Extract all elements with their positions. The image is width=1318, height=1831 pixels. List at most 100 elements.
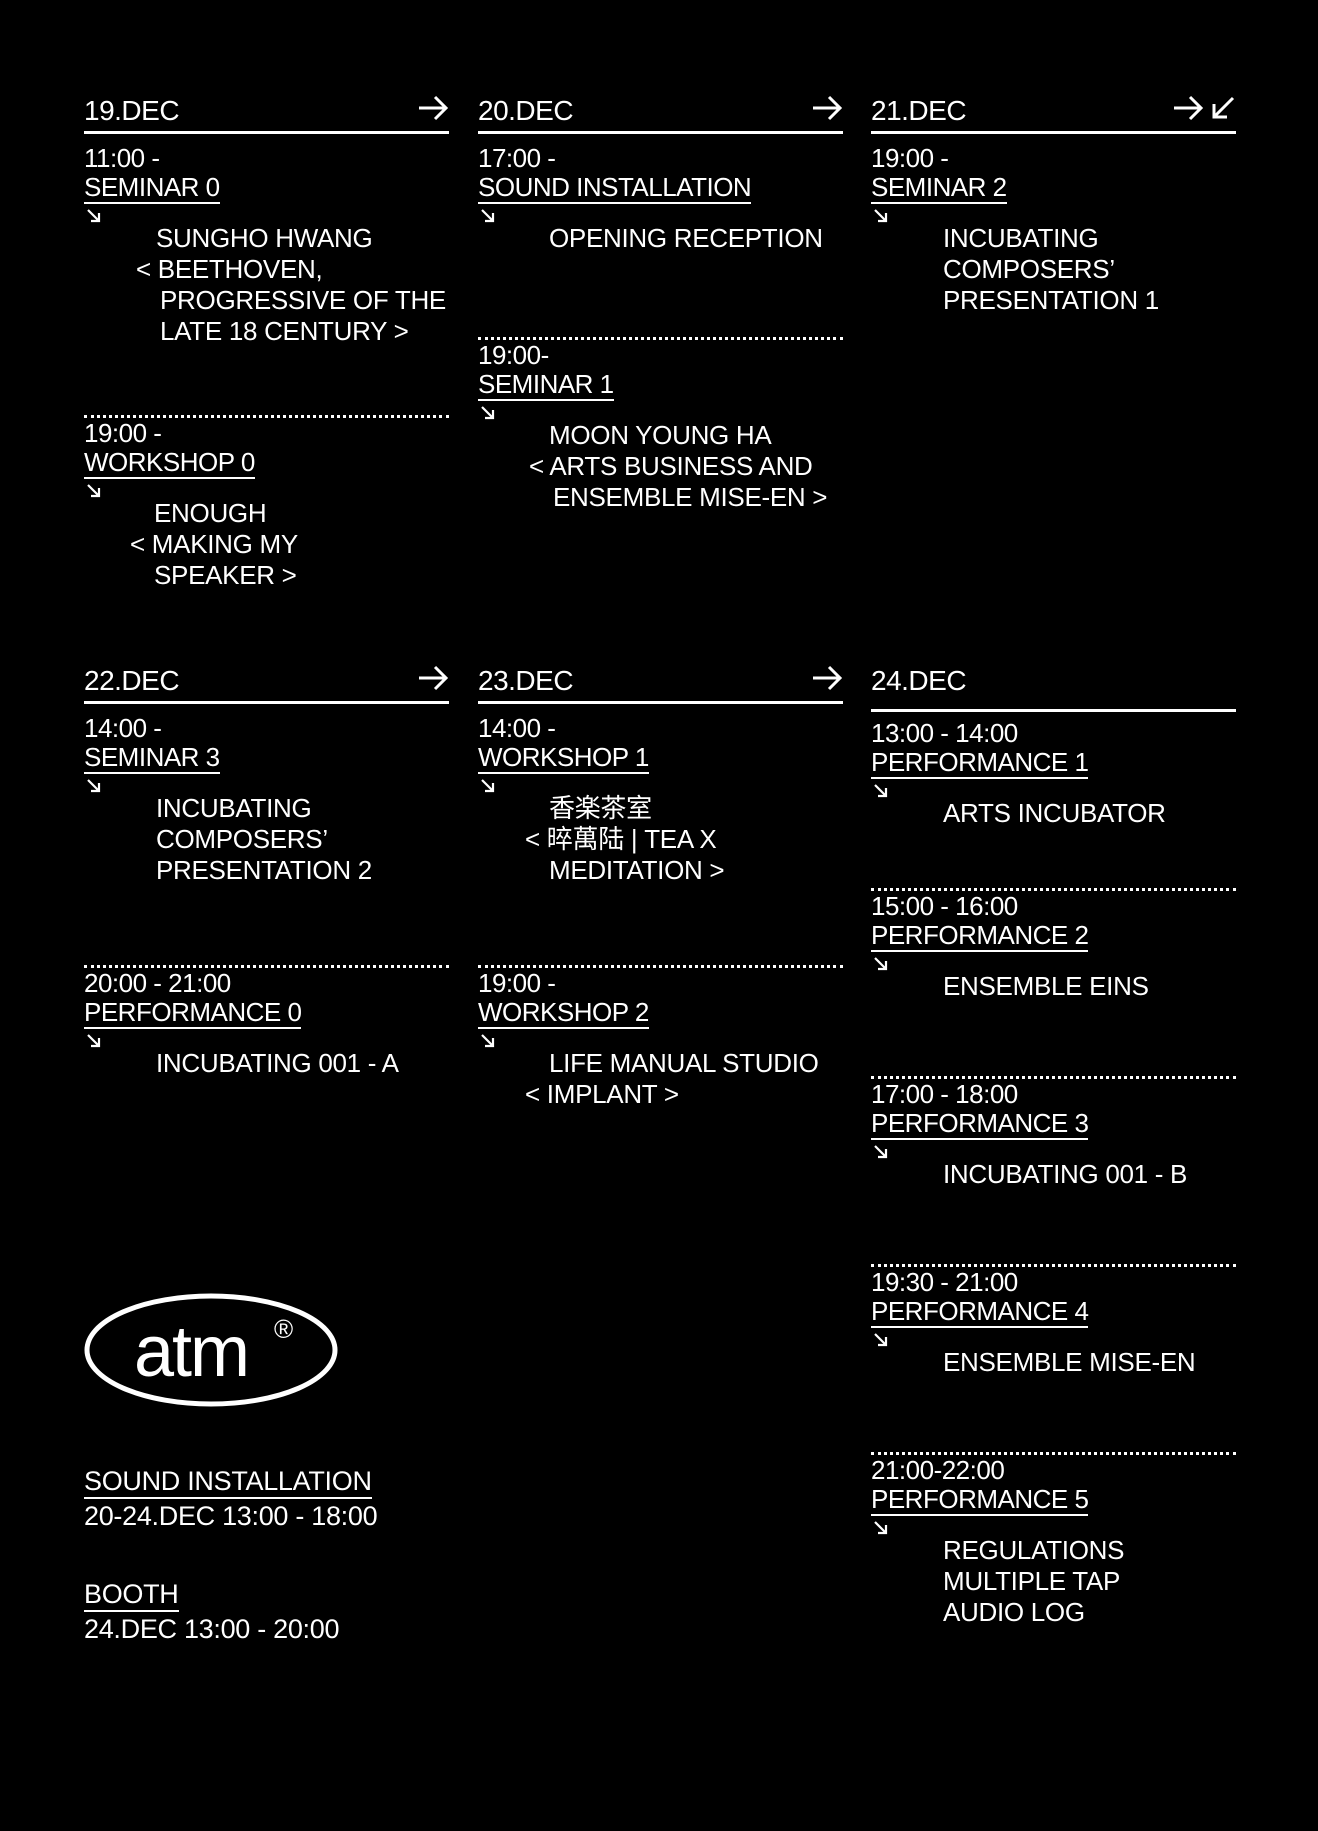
event-time: 17:00 - 18:00: [871, 1079, 1018, 1109]
event-title: PERFORMANCE 1: [871, 747, 1089, 779]
desc-line: LIFE MANUAL STUDIO: [549, 1048, 819, 1078]
info-booth: BOOTH 24.DEC 13:00 - 20:00: [84, 1579, 339, 1646]
desc-line: < ARTS BUSINESS AND: [529, 451, 813, 481]
event-description: LIFE MANUAL STUDIO < IMPLANT >: [525, 1048, 843, 1110]
desc-line: ENSEMBLE MISE-EN: [943, 1347, 1196, 1377]
arrow-down-right-icon: [874, 1521, 888, 1535]
day-21-dec: 21.DEC 19:00 - SEMINAR 2 INCUBATING COMP…: [871, 90, 1236, 316]
event-description: INCUBATING COMPOSERS’ PRESENTATION 1: [943, 223, 1236, 316]
day-label: 22.DEC: [84, 665, 180, 696]
event-description: INCUBATING 001 - A: [156, 1048, 449, 1079]
arrow-down-right-icon: [874, 784, 888, 798]
day-label: 19.DEC: [84, 95, 180, 126]
event-performance-2: 15:00 - 16:00 PERFORMANCE 2 ENSEMBLE EIN…: [871, 888, 1236, 1076]
event-title: WORKSHOP 1: [478, 742, 649, 774]
event-title: PERFORMANCE 2: [871, 920, 1089, 952]
event-title: SEMINAR 1: [478, 369, 614, 401]
event-description: INCUBATING COMPOSERS’ PRESENTATION 2: [156, 793, 449, 886]
event-performance-0: 20:00 - 21:00 PERFORMANCE 0 INCUBATING 0…: [84, 965, 449, 1079]
day-22-dec: 22.DEC 14:00 - SEMINAR 3 INCUBATING COMP…: [84, 660, 449, 1079]
arrow-right-icon: [419, 95, 449, 121]
desc-line: COMPOSERS’: [943, 254, 1115, 284]
event-title: SEMINAR 0: [84, 172, 220, 204]
arrow-down-right-icon: [87, 484, 101, 498]
info-sound-installation: SOUND INSTALLATION 20-24.DEC 13:00 - 18:…: [84, 1466, 378, 1533]
desc-line: COMPOSERS’: [156, 824, 328, 854]
desc-line: INCUBATING: [943, 223, 1099, 253]
event-description: ENOUGH < MAKING MY SPEAKER >: [130, 498, 449, 591]
arrow-right-icon: [419, 665, 449, 691]
event-description: SUNGHO HWANG < BEETHOVEN, PROGRESSIVE OF…: [136, 223, 449, 347]
arrow-down-right-icon: [87, 1034, 101, 1048]
desc-line: MOON YOUNG HA: [549, 420, 772, 450]
event-title: PERFORMANCE 5: [871, 1484, 1089, 1516]
info-title: SOUND INSTALLATION: [84, 1466, 372, 1499]
event-time: 13:00 - 14:00: [871, 718, 1018, 748]
event-description: 香楽茶室 < 晬萬陆 | TEA X MEDITATION >: [525, 793, 843, 886]
event-performance-5: 21:00-22:00 PERFORMANCE 5 REGULATIONS MU…: [871, 1452, 1236, 1628]
day-header: 20.DEC: [478, 90, 843, 134]
arrow-down-right-icon: [87, 779, 101, 793]
registered-mark: ®: [274, 1314, 293, 1344]
event-performance-4: 19:30 - 21:00 PERFORMANCE 4 ENSEMBLE MIS…: [871, 1264, 1236, 1452]
event-sound-installation: 17:00 - SOUND INSTALLATION OPENING RECEP…: [478, 143, 843, 337]
atm-logo: atm ®: [84, 1293, 338, 1407]
event-time: 19:00 -: [871, 143, 949, 173]
event-description: ENSEMBLE MISE-EN: [943, 1347, 1236, 1378]
arrow-down-right-icon: [481, 1034, 495, 1048]
desc-line: < BEETHOVEN,: [136, 254, 323, 284]
event-title: SOUND INSTALLATION: [478, 172, 752, 204]
desc-line: < MAKING MY: [130, 529, 298, 559]
arrow-down-right-icon: [87, 209, 101, 223]
event-seminar-0: 11:00 - SEMINAR 0 SUNGHO HWANG < BEETHOV…: [84, 143, 449, 415]
event-workshop-1: 14:00 - WORKSHOP 1 香楽茶室 < 晬萬陆 | TEA X ME…: [478, 713, 843, 965]
event-title: WORKSHOP 2: [478, 997, 649, 1029]
arrow-down-left-icon: [1212, 96, 1235, 119]
event-seminar-2: 19:00 - SEMINAR 2 INCUBATING COMPOSERS’ …: [871, 143, 1236, 316]
arrow-right-icon: [813, 95, 843, 121]
desc-line: SPEAKER >: [154, 560, 297, 590]
info-value: 24.DEC 13:00 - 20:00: [84, 1614, 340, 1644]
desc-line: ENSEMBLE EINS: [943, 971, 1149, 1001]
arrow-right-icon: [813, 665, 843, 691]
arrow-down-right-icon: [874, 957, 888, 971]
event-title: PERFORMANCE 4: [871, 1296, 1089, 1328]
event-time: 19:00 -: [478, 968, 556, 998]
day-23-dec: 23.DEC 14:00 - WORKSHOP 1 香楽茶室 < 晬萬陆 | T…: [478, 660, 843, 1110]
event-time: 21:00-22:00: [871, 1455, 1005, 1485]
desc-line: INCUBATING 001 - B: [943, 1159, 1188, 1189]
day-label: 21.DEC: [871, 95, 967, 126]
desc-line: PRESENTATION 2: [156, 855, 372, 885]
arrow-down-right-icon: [874, 209, 888, 223]
event-title: WORKSHOP 0: [84, 447, 255, 479]
day-header: 24.DEC: [871, 660, 1236, 712]
event-title: SEMINAR 2: [871, 172, 1007, 204]
event-title: PERFORMANCE 3: [871, 1108, 1089, 1140]
desc-line: LATE 18 CENTURY >: [160, 316, 409, 346]
day-label: 23.DEC: [478, 665, 574, 696]
event-time: 19:00-: [478, 340, 549, 370]
event-time: 19:30 - 21:00: [871, 1267, 1018, 1297]
day-20-dec: 20.DEC 17:00 - SOUND INSTALLATION OPENIN…: [478, 90, 843, 513]
day-24-dec: 24.DEC 13:00 - 14:00 PERFORMANCE 1 ARTS …: [871, 660, 1236, 1628]
desc-line: ARTS INCUBATOR: [943, 798, 1166, 828]
event-performance-1: 13:00 - 14:00 PERFORMANCE 1 ARTS INCUBAT…: [871, 718, 1236, 888]
day-header: 19.DEC: [84, 90, 449, 134]
event-workshop-0: 19:00 - WORKSHOP 0 ENOUGH < MAKING MY SP…: [84, 415, 449, 591]
day-header: 23.DEC: [478, 660, 843, 704]
event-description: OPENING RECEPTION: [549, 223, 843, 254]
desc-line: MEDITATION >: [549, 855, 725, 885]
event-description: INCUBATING 001 - B: [943, 1159, 1236, 1190]
arrow-down-right-icon: [874, 1333, 888, 1347]
event-seminar-1: 19:00- SEMINAR 1 MOON YOUNG HA < ARTS BU…: [478, 337, 843, 513]
logo-text: atm: [134, 1312, 248, 1392]
desc-line: PROGRESSIVE OF THE: [160, 285, 446, 315]
arrow-down-right-icon: [874, 1145, 888, 1159]
event-performance-3: 17:00 - 18:00 PERFORMANCE 3 INCUBATING 0…: [871, 1076, 1236, 1264]
day-label: 24.DEC: [871, 665, 967, 696]
event-time: 14:00 -: [478, 713, 556, 743]
desc-line: MULTIPLE TAP: [943, 1566, 1121, 1596]
day-header: 21.DEC: [871, 90, 1236, 134]
arrow-right-icon: [1174, 95, 1204, 121]
arrow-down-right-icon: [481, 779, 495, 793]
